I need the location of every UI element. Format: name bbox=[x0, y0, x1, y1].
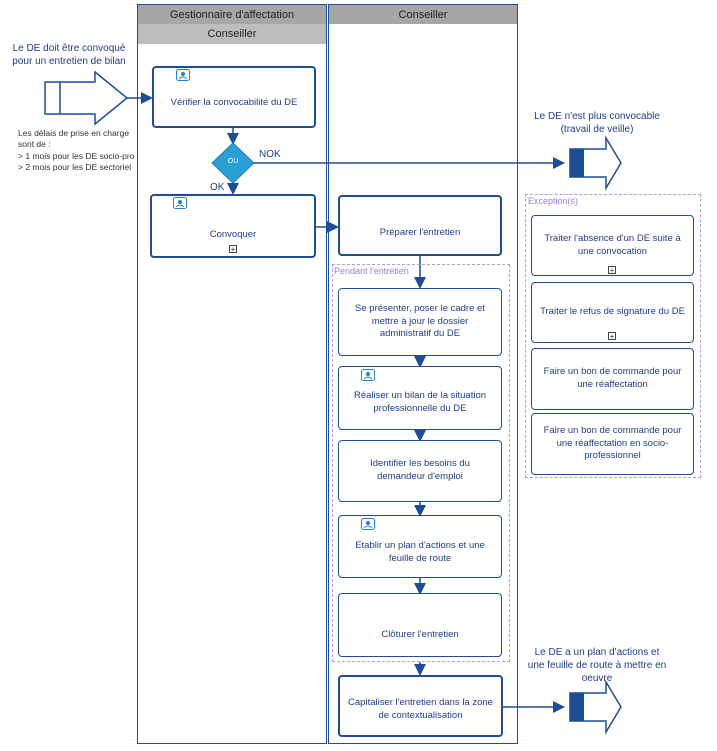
group-pendant-entretien bbox=[332, 264, 510, 662]
lane-gestionnaire-subheader: Conseiller bbox=[138, 24, 326, 44]
task-cloturer[interactable]: Clôturer l'entretien bbox=[338, 593, 502, 657]
gateway-label: OU bbox=[227, 158, 239, 165]
gateway-nok-label: NOK bbox=[259, 149, 281, 160]
task-se-presenter[interactable]: Se présenter, poser le cadre et mettre à… bbox=[338, 288, 502, 356]
lane-gestionnaire-header: Gestionnaire d'affectation bbox=[138, 5, 326, 24]
task-capitaliser-label: Capitaliser l'entretien dans la zone de … bbox=[348, 697, 493, 721]
task-identifier-label: Identifier les besoins du demandeur d'em… bbox=[370, 458, 470, 482]
lane-gestionnaire bbox=[137, 4, 327, 744]
start-event-shape bbox=[44, 70, 129, 126]
group-exceptions-label: Exception(s) bbox=[528, 196, 579, 206]
user-task-icon bbox=[361, 518, 375, 530]
exception-bon-commande-socio-label: Faire un bon de commande pour une réaffe… bbox=[543, 424, 682, 462]
exception-absence[interactable]: Traiter l'absence d'un DE suite à une co… bbox=[531, 215, 694, 276]
start-event-label: Le DE doit être convoqué pour un entreti… bbox=[12, 43, 126, 67]
exception-bon-commande-label: Faire un bon de commande pour une réaffe… bbox=[543, 366, 682, 390]
lane-conseiller-header: Conseiller bbox=[329, 5, 517, 24]
task-identifier[interactable]: Identifier les besoins du demandeur d'em… bbox=[338, 440, 502, 502]
end-event-not-convocable-shape bbox=[569, 135, 622, 191]
expand-subprocess-icon[interactable]: + bbox=[229, 245, 237, 254]
exception-refus-signature-label: Traiter le refus de signature du DE bbox=[540, 306, 685, 318]
user-task-icon bbox=[176, 69, 190, 81]
task-preparer[interactable]: Préparer l'entretien bbox=[338, 195, 502, 256]
task-se-presenter-label: Se présenter, poser le cadre et mettre à… bbox=[355, 302, 485, 340]
task-verifier-label: Vérifier la convocabilité du DE bbox=[170, 96, 298, 108]
user-task-icon bbox=[361, 369, 375, 381]
end-event-plan-shape bbox=[569, 679, 622, 735]
end-event-not-convocable-label: Le DE n'est plus convocable (travail de … bbox=[534, 111, 660, 135]
task-realiser-bilan-label: Réaliser un bilan de la situation profes… bbox=[353, 390, 487, 414]
exception-bon-commande-socio[interactable]: Faire un bon de commande pour une réaffe… bbox=[531, 413, 694, 475]
task-capitaliser[interactable]: Capitaliser l'entretien dans la zone de … bbox=[338, 675, 503, 737]
task-convoquer-label: Convoquer bbox=[209, 228, 257, 240]
task-cloturer-label: Clôturer l'entretien bbox=[381, 628, 459, 640]
end-event-plan-label: Le DE a un plan d'actions et une feuille… bbox=[527, 647, 667, 684]
task-etablir-label: Etablir un plan d'actions et une feuille… bbox=[355, 539, 485, 564]
user-task-icon bbox=[173, 197, 187, 209]
exception-absence-label: Traiter l'absence d'un DE suite à une co… bbox=[544, 232, 681, 257]
expand-subprocess-icon[interactable]: + bbox=[608, 266, 616, 275]
task-preparer-label: Préparer l'entretien bbox=[379, 227, 461, 239]
expand-subprocess-icon[interactable]: + bbox=[608, 332, 616, 341]
start-event-note: Les délais de prise en charge sont de : … bbox=[18, 128, 135, 173]
lane-conseiller bbox=[328, 4, 518, 744]
exception-bon-commande[interactable]: Faire un bon de commande pour une réaffe… bbox=[531, 348, 694, 410]
gateway-ok-label: OK bbox=[210, 182, 225, 193]
group-exceptions bbox=[525, 194, 701, 478]
group-pendant-entretien-label: Pendant l'entretien bbox=[334, 266, 409, 276]
